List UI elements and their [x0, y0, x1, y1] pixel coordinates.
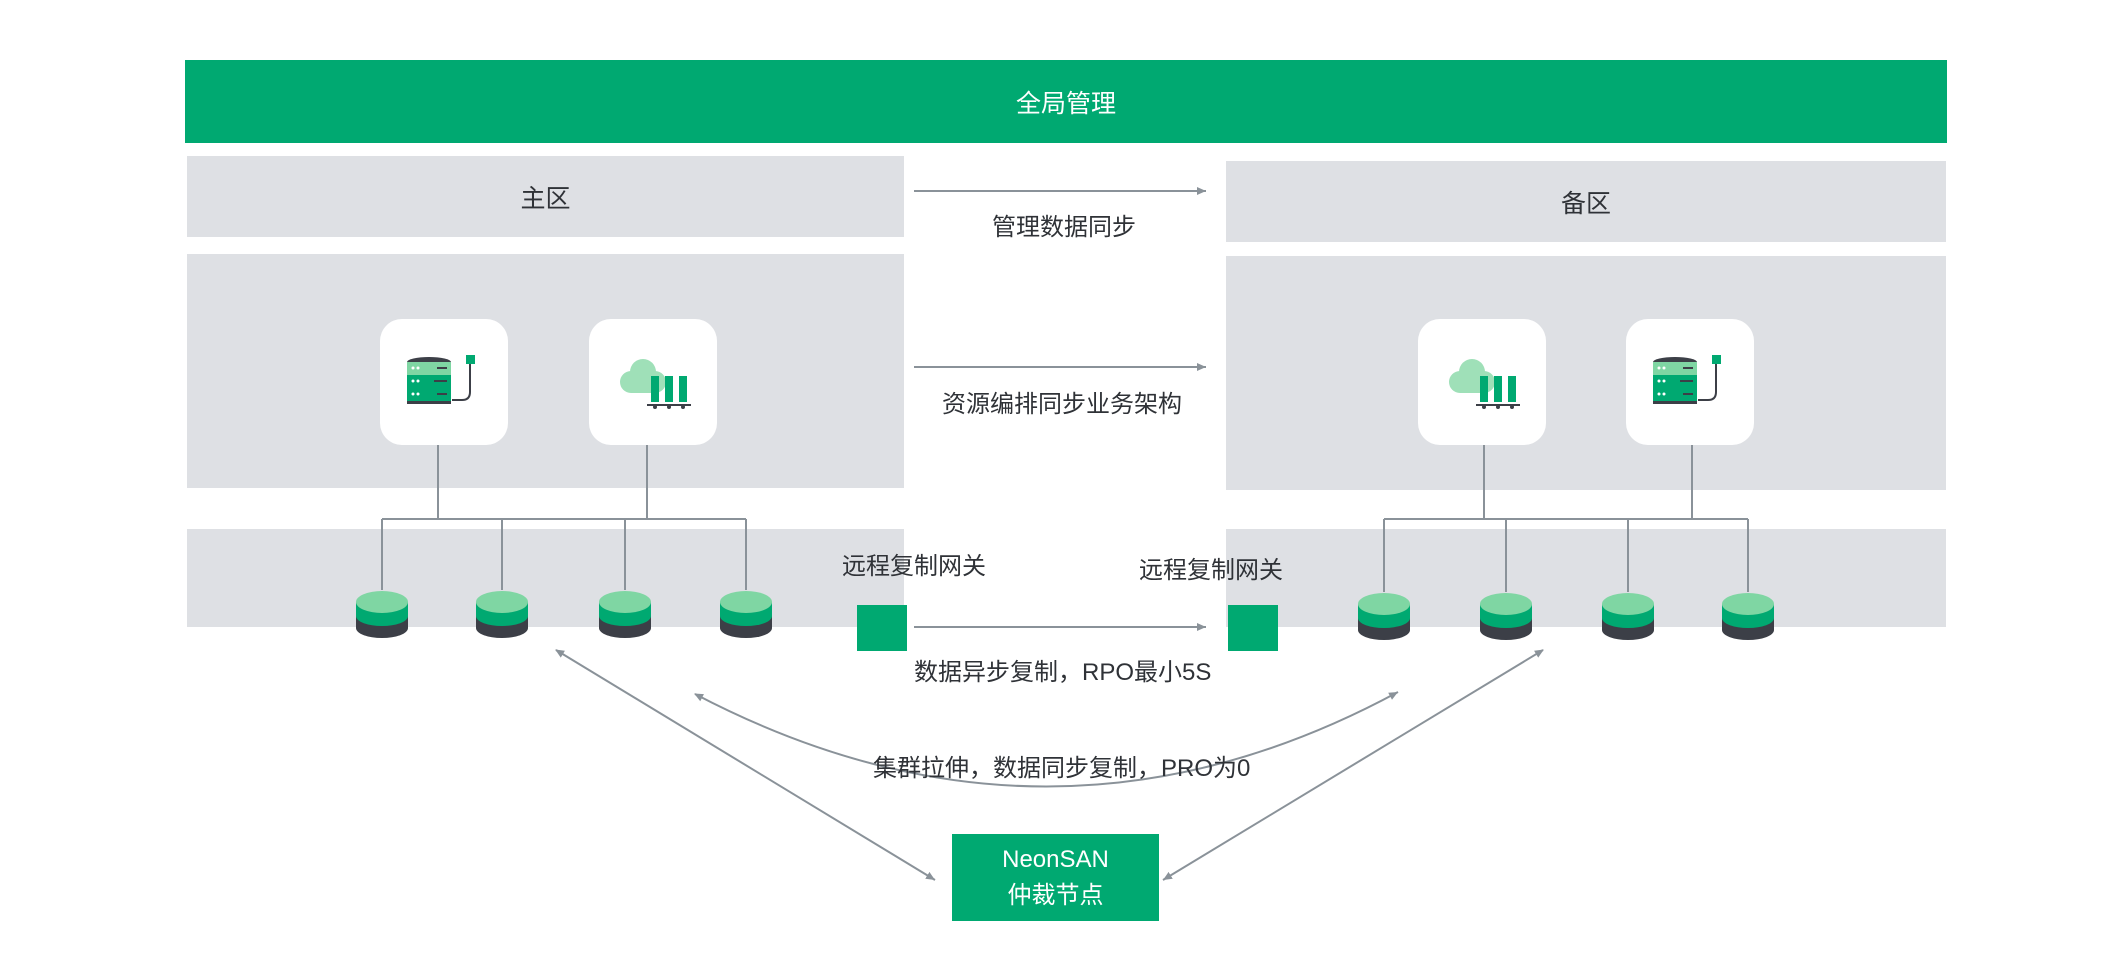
backup-replication-gateway [1228, 605, 1278, 651]
global-management-title: 全局管理 [1015, 89, 1116, 118]
backup-zone-header: 备区 [1226, 161, 1946, 242]
mgmt-sync-label: 管理数据同步 [992, 214, 1136, 241]
resource-sync-label: 资源编排同步业务架构 [942, 391, 1182, 418]
neonsan-arbiter-node: NeonSAN 仲裁节点 [952, 834, 1159, 921]
disk-icon [356, 591, 408, 638]
disk-icon [1722, 593, 1774, 640]
backup-gateway-label: 远程复制网关 [1139, 557, 1283, 584]
backup-server-card [1626, 319, 1754, 445]
async-copy-label: 数据异步复制，RPO最小5S [914, 659, 1212, 686]
server-icon [407, 355, 475, 404]
backup-storage-panel [1226, 529, 1946, 627]
disk-icon [1480, 593, 1532, 640]
server-icon [1653, 355, 1721, 404]
cloud-bar-icon [1449, 359, 1520, 409]
primary-zone-title: 主区 [520, 184, 571, 213]
primary-storage-panel [187, 529, 904, 627]
cluster-stretch-label: 集群拉伸，数据同步复制，PRO为0 [873, 755, 1251, 782]
disk-icon [476, 591, 528, 638]
arbiter-line-2: 仲裁节点 [1007, 881, 1104, 909]
disk-icon [720, 591, 772, 638]
disk-icon [599, 591, 651, 638]
disk-icon [1358, 593, 1410, 640]
primary-service-panel [187, 254, 904, 488]
primary-replication-gateway [857, 605, 907, 651]
arbiter-left-arrow [555, 649, 936, 881]
backup-service-panel [1226, 256, 1946, 490]
cluster-stretch-curve [694, 691, 1399, 788]
primary-server-card [380, 319, 508, 445]
disk-icon [1602, 593, 1654, 640]
backup-zone-title: 备区 [1560, 189, 1611, 218]
global-management-bar: 全局管理 [185, 60, 1947, 143]
cloud-bar-icon [620, 359, 691, 409]
arbiter-line-1: NeonSAN [1002, 845, 1109, 873]
primary-cloud-card [589, 319, 717, 445]
arbiter-right-arrow [1162, 649, 1544, 881]
backup-cloud-card [1418, 319, 1546, 445]
primary-gateway-label: 远程复制网关 [842, 553, 986, 580]
primary-zone-header: 主区 [187, 156, 904, 237]
